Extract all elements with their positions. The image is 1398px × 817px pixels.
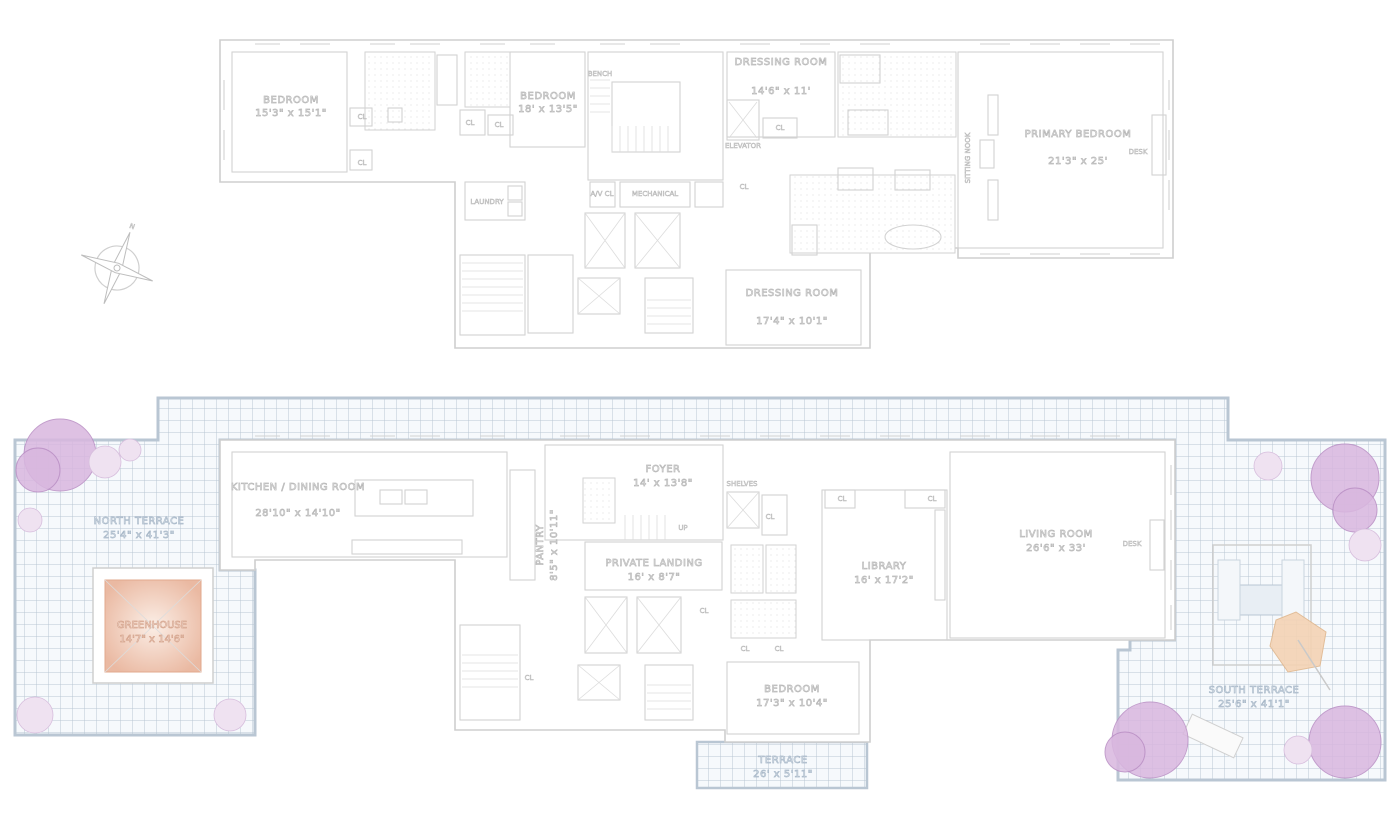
stair-up-label: UP [678, 524, 687, 532]
primary-bedroom-room [957, 51, 1164, 249]
shelves-label: SHELVES [727, 480, 758, 488]
lounge-chair-icon [1182, 713, 1244, 759]
closet-label: CL [766, 513, 775, 521]
umbrella-icon [1269, 611, 1327, 673]
closet-label: CL [776, 124, 785, 132]
private-landing-room [584, 541, 723, 591]
room-name: BEDROOM [520, 91, 576, 102]
upper-floor-outline [219, 39, 1174, 349]
upper-floor [219, 39, 1174, 349]
room-dims: 8'5" x 10'11" [549, 509, 560, 581]
terrace-dims: 25'4" x 41'3" [103, 530, 175, 541]
bedroom-left-room [231, 51, 348, 173]
terrace-small [695, 740, 869, 790]
foyer-room [544, 444, 724, 541]
room-dims: 28'10" x 14'10" [255, 508, 340, 519]
room-name: PANTRY [535, 524, 546, 566]
room-name: LIVING ROOM [1019, 529, 1093, 540]
room-dims: 15'3" x 15'1" [255, 108, 327, 119]
room-name: LIBRARY [862, 561, 907, 572]
elevator-label: ELEVATOR [725, 142, 761, 150]
closet-label: CL [928, 495, 937, 503]
bedroom-lower-room [726, 661, 860, 735]
room-name: PRIVATE LANDING [605, 558, 702, 569]
room-dims: 14' x 13'8" [633, 478, 693, 489]
room-name: FOYER [646, 464, 681, 475]
greenhouse-dims: 14'7" x 14'6" [119, 634, 184, 645]
mechanical-label: MECHANICAL [632, 190, 678, 198]
room-dims: 18' x 13'5" [518, 104, 578, 115]
room-dims: 16' x 8'7" [628, 572, 681, 583]
lower-room-labels: KITCHEN / DINING ROOM 28'10" x 14'10" FO… [93, 464, 1300, 781]
terrace-name: TERRACE [757, 755, 807, 766]
closet-label: CL [525, 674, 534, 682]
living-room [949, 451, 1166, 639]
room-dims: 17'3" x 10'4" [756, 698, 828, 709]
closet-label: CL [466, 119, 475, 127]
room-dims: 21'3" x 25' [1048, 156, 1108, 167]
av-closet-label: A/V CL [591, 190, 614, 198]
lower-floor [13, 396, 1387, 790]
terrace-name: SOUTH TERRACE [1209, 685, 1300, 696]
terrace-dims: 25'6" x 41'1" [1218, 699, 1290, 710]
library-room [821, 489, 948, 641]
outdoor-lounge [1212, 544, 1312, 666]
compass-rose-icon: N [81, 222, 153, 304]
room-name: DRESSING ROOM [746, 288, 839, 299]
terrace-dims: 26' x 5'11" [753, 769, 813, 780]
shrub-icon [88, 445, 122, 479]
bath-1 [364, 51, 436, 131]
room-name: PRIMARY BEDROOM [1025, 129, 1132, 140]
compass-north-label: N [128, 222, 136, 231]
closet-label: CL [775, 645, 784, 653]
dressing-room-lower-room [725, 269, 862, 346]
terrace-name: NORTH TERRACE [94, 516, 185, 527]
closet-label: CL [740, 183, 749, 191]
room-dims: 17'4" x 10'1" [756, 316, 828, 327]
sitting-nook-label: SITTING NOOK [964, 132, 972, 183]
room-dims: 16' x 17'2" [854, 575, 914, 586]
closet-label: CL [358, 159, 367, 167]
upper-room-labels: BEDROOM 15'3" x 15'1" BEDROOM 18' x 13'5… [255, 57, 1148, 328]
laundry-label: LAUNDRY [470, 198, 504, 206]
dressing-room-upper-room [726, 51, 836, 138]
bench-label: BENCH [588, 70, 613, 78]
closet-label: CL [495, 121, 504, 129]
desk-label: DESK [1129, 148, 1148, 156]
kitchen-dining-room [231, 451, 508, 558]
closet-label: CL [700, 607, 709, 615]
closet-label: CL [838, 495, 847, 503]
closet-label: CL [741, 645, 750, 653]
greenhouse-name: GREENHOUSE [117, 620, 187, 631]
planting-trees [15, 418, 1382, 779]
room-name: KITCHEN / DINING ROOM [231, 482, 365, 493]
room-name: DRESSING ROOM [735, 57, 828, 68]
room-dims: 14'6" x 11' [751, 86, 811, 97]
room-name: BEDROOM [263, 95, 319, 106]
desk-label: DESK [1123, 540, 1142, 548]
room-dims: 26'6" x 33' [1026, 543, 1086, 554]
room-name: BEDROOM [764, 684, 820, 695]
closet-label: CL [358, 113, 367, 121]
